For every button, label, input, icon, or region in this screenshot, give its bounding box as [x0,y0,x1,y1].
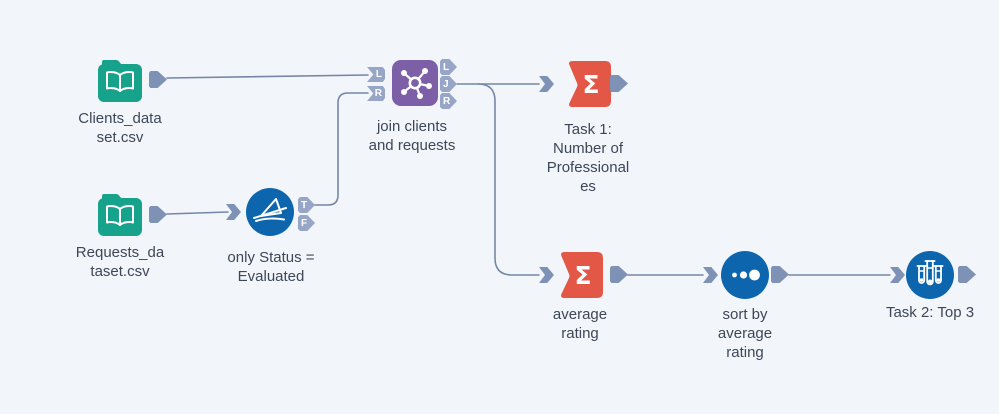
tool-sort[interactable] [721,251,769,299]
anchor-output-join-L[interactable]: L [440,59,457,75]
filter-icon [253,198,287,222]
tool-input-clients[interactable] [96,56,144,104]
tool-filter[interactable] [246,188,294,236]
tool-summarize-task1[interactable]: Σ [564,60,612,108]
anchor-input-task1[interactable] [539,76,554,92]
join-icon [392,60,438,106]
anchor-letter: R [443,95,451,107]
node-label-join: join clients and requests [368,118,456,154]
wire-filterT-to-join-R[interactable] [313,92,369,206]
anchor-input-filter[interactable] [226,204,241,220]
summarize-icon: Σ [569,61,611,107]
anchor-output-filter-T[interactable]: T [298,197,315,213]
anchor-input-join-R[interactable]: R [367,86,385,101]
anchor-output-filter-F[interactable]: F [298,215,315,231]
tool-join[interactable] [391,59,439,107]
anchor-letter: L [375,69,382,80]
wire-joinJ-to-average[interactable] [477,83,540,276]
svg-text:Σ: Σ [574,261,591,290]
anchor-output-join-R[interactable]: R [440,93,457,109]
anchor-letter: T [301,199,308,211]
node-label-average: average rating [552,306,608,342]
anchor-input-join-L[interactable]: L [367,67,385,82]
anchor-letter: J [443,78,449,90]
tool-summarize-average[interactable]: Σ [556,251,604,299]
input-data-icon [98,194,142,236]
svg-text:Σ: Σ [582,70,599,99]
anchor-input-sort[interactable] [703,267,718,283]
anchor-input-average[interactable] [539,267,554,283]
tool-sample-task2[interactable] [906,251,954,299]
anchor-letter: L [443,61,450,73]
node-label-clients: Clients_data set.csv [78,110,162,146]
node-label-sort: sort by average rating [717,306,773,361]
node-label-sample: Task 2: Top 3 [885,304,975,321]
summarize-icon: Σ [561,252,603,298]
node-label-filter: only Status = Evaluated [227,249,315,285]
wire-requests-to-filter[interactable] [166,211,229,215]
tool-input-requests[interactable] [96,190,144,238]
node-label-requests: Requests_da taset.csv [75,244,165,280]
anchor-letter: F [301,217,308,229]
input-data-icon [98,60,142,102]
node-label-task1: Task 1: Number of Professional es [546,121,630,195]
anchor-letter: R [374,88,382,99]
wire-clients-to-join-L[interactable] [166,74,369,79]
sample-icon [916,260,944,286]
sort-icon [732,269,760,281]
anchor-input-sample[interactable] [890,267,905,283]
anchor-output-join-J[interactable]: J [440,76,457,92]
